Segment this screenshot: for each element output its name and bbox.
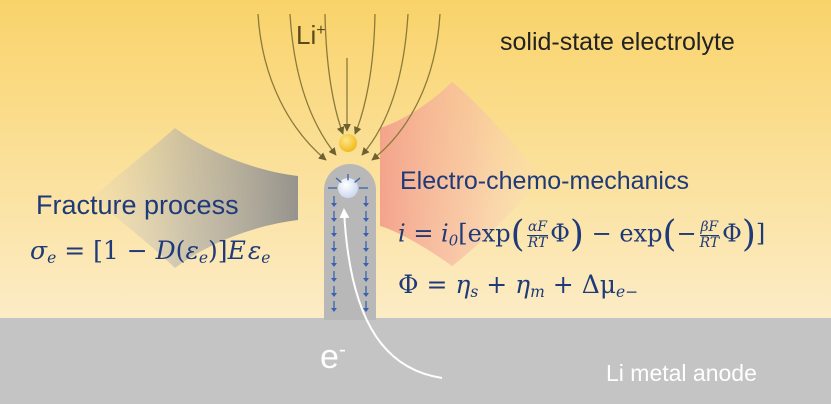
li-ion-sphere-icon	[339, 134, 357, 152]
compression-arrow-head	[363, 218, 369, 222]
compression-arrow-head	[363, 248, 369, 252]
ion-flux-arrow-icon	[324, 13, 345, 135]
compression-arrow-head	[363, 278, 369, 282]
compression-arrow-head	[363, 293, 369, 297]
electron-label-charge: -	[338, 338, 346, 362]
li-ion-label: Li+	[296, 20, 326, 51]
compression-arrow-head	[331, 308, 337, 312]
compression-arrow-head	[363, 233, 369, 237]
ion-flux-arrow-icon	[371, 13, 441, 161]
electron-label-base: e	[320, 338, 339, 376]
fracture-process-title: Fracture process	[36, 190, 239, 220]
compression-arrow-head	[331, 263, 337, 267]
compression-arrow-head	[331, 233, 337, 237]
electron-path-arrow-icon	[339, 208, 443, 379]
compression-arrows	[328, 174, 369, 312]
ion-flux-arrow-icon	[257, 13, 327, 161]
ion-flux-arrow-icon	[354, 13, 376, 135]
anode-label: Li metal anode	[606, 360, 757, 386]
compression-arrow-head	[363, 308, 369, 312]
compression-arrow-head	[331, 203, 337, 207]
ion-flux-arrow-icon	[361, 13, 409, 156]
fracture-process-arrow	[92, 128, 298, 268]
electro-chemo-mechanics-arrow	[380, 82, 540, 266]
compression-arrow-icon	[335, 177, 342, 183]
compression-arrow-icon	[354, 177, 361, 183]
electro-chemo-mechanics-title: Electro-chemo-mechanics	[400, 167, 689, 195]
compression-arrow-head	[331, 248, 337, 252]
deposition-nucleus-icon	[338, 178, 358, 198]
compression-arrow-head	[331, 293, 337, 297]
potential-equation: Φ = ηs + ηm + Δμe−	[398, 270, 639, 301]
compression-arrow-head	[331, 218, 337, 222]
li-ion-label-charge: +	[316, 21, 326, 40]
compression-arrow-head	[363, 203, 369, 207]
li-ion-label-base: Li	[296, 20, 317, 50]
electrolyte-label: solid-state electrolyte	[500, 28, 735, 56]
li-metal-anode	[0, 318, 831, 404]
electron-label: e-	[320, 338, 346, 377]
compression-arrow-head	[331, 278, 337, 282]
compression-arrow-head	[363, 263, 369, 267]
ion-flux-arrow-icon	[289, 13, 337, 156]
fracture-equation: σe = [1 − D(εe)]Eεe	[30, 236, 271, 267]
ion-flux-field-lines	[257, 13, 441, 161]
